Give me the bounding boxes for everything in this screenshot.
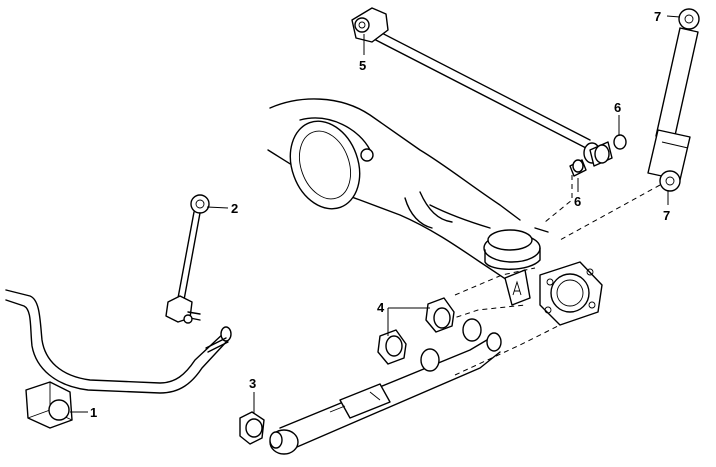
part-1-stabilizer-bushing (25, 381, 73, 429)
callout-labels: 1 2 3 4 5 6 6 7 7 (90, 9, 670, 420)
rear-axle-housing (267, 98, 603, 326)
stabilizer-bar (5, 289, 232, 394)
leader-lines (70, 15, 681, 413)
callout-6-upper: 6 (614, 100, 621, 115)
callout-2: 2 (231, 201, 238, 216)
callout-3: 3 (249, 376, 256, 391)
hub-flange (539, 261, 603, 326)
callout-7-upper: 7 (654, 9, 661, 24)
part-6-bushings (569, 134, 627, 177)
callout-4: 4 (377, 300, 385, 315)
differential-cover (483, 229, 541, 270)
part-4-bushings (377, 297, 482, 372)
part-3-bushing (239, 411, 283, 449)
callout-6-lower: 6 (574, 194, 581, 209)
part-2-stabilizer-link (165, 194, 210, 324)
callout-7-lower: 7 (663, 208, 670, 223)
part-5-lateral-rod (351, 7, 601, 164)
part-7-shock-absorber (647, 8, 700, 192)
callout-5: 5 (359, 58, 366, 73)
callout-1: 1 (90, 405, 97, 420)
assembly-dashed-lines (447, 175, 661, 376)
